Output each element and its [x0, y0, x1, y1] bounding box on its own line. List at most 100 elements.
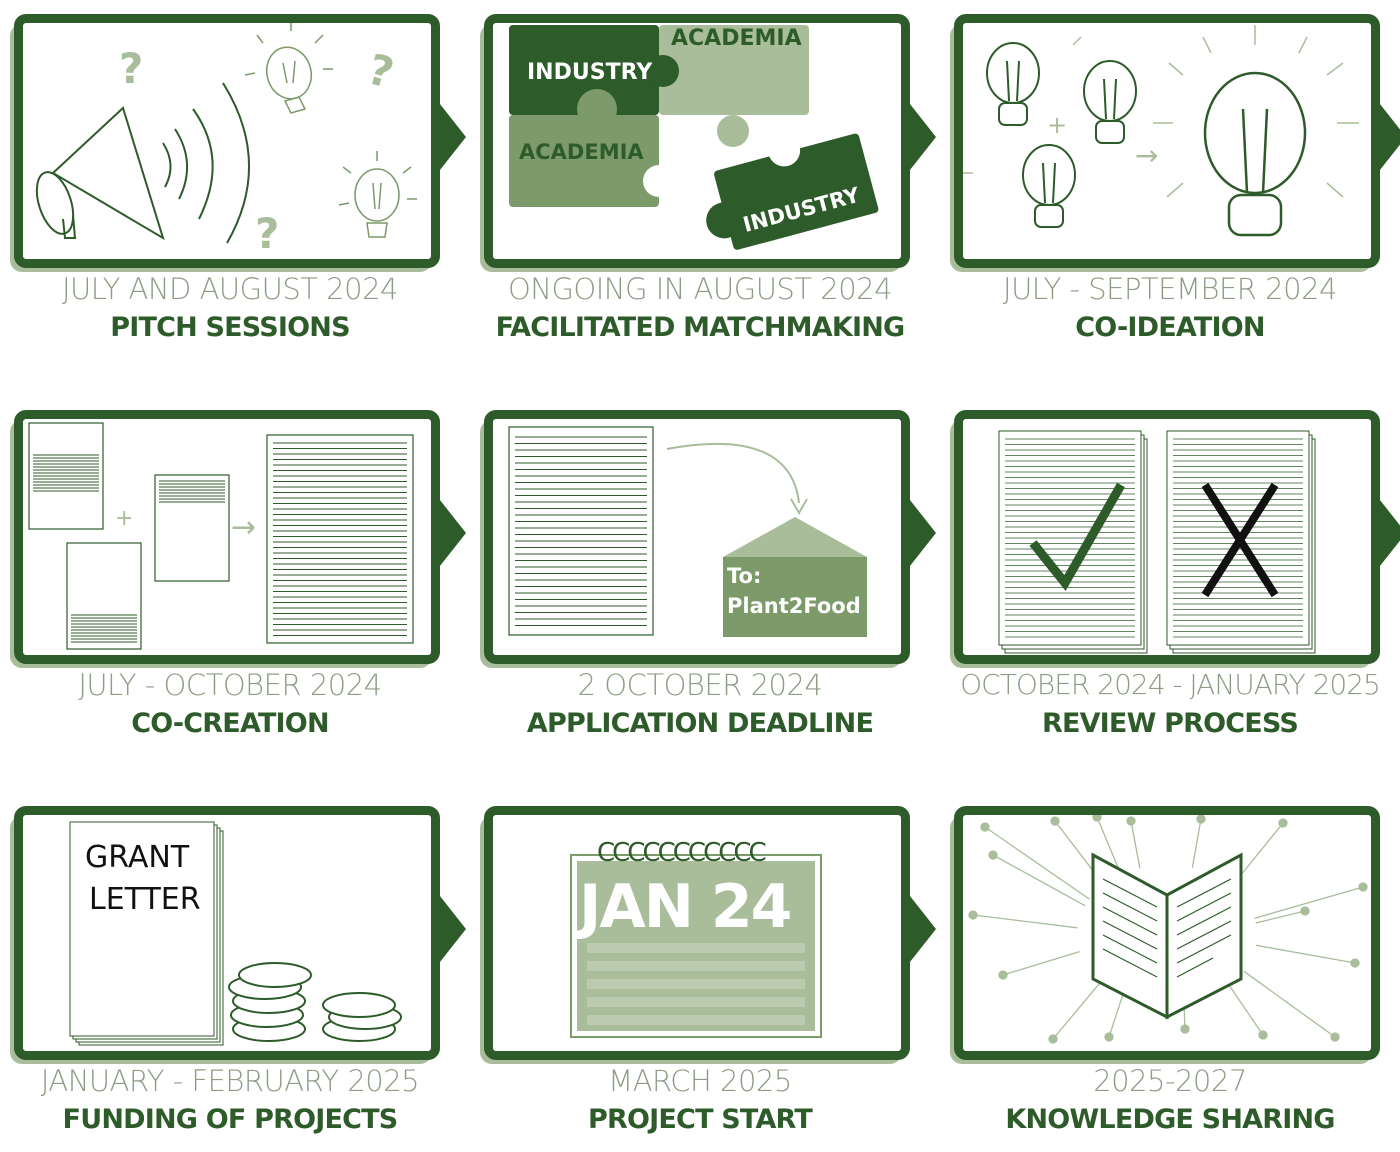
ray-line [1130, 820, 1141, 869]
ray-dot [988, 850, 998, 860]
step-card: CCCCCCCCCCC JAN 24 [470, 792, 930, 1064]
card-frame: CCCCCCCCCCC JAN 24 [484, 806, 910, 1060]
calendar-row [587, 1015, 805, 1025]
document-icon [508, 426, 654, 636]
card-frame: + → [14, 410, 440, 664]
card-frame: GRANT LETTER [14, 806, 440, 1060]
puzzle-piece-industry [509, 25, 659, 115]
puzzle-label-industry: INDUSTRY [527, 60, 653, 85]
ray-dot [1104, 1032, 1114, 1042]
step-date: 2025-2027 [1093, 1064, 1247, 1098]
plus-icon: + [1047, 111, 1067, 139]
svg-text:?: ? [363, 44, 399, 98]
puzzle-illustration: INDUSTRY ACADEMIA ACADEMIA INDUSTRY [509, 25, 879, 250]
ray-line [1096, 816, 1122, 876]
envelope-to-label: To: [727, 564, 761, 588]
step-pitch-sessions: ? ? ? JULY AND AUGUST 2024 PITCH SESSION… [0, 0, 466, 360]
calendar-rings: CCCCCCCCCCC [597, 838, 766, 868]
svg-text:?: ? [255, 209, 279, 258]
documents-illustration: + → [28, 422, 414, 650]
step-title: APPLICATION DEADLINE [526, 708, 874, 739]
calendar-row [587, 961, 805, 971]
calendar-illustration: CCCCCCCCCCC JAN 24 [570, 838, 822, 1038]
puzzle-piece-academia [659, 25, 809, 115]
step-title: KNOWLEDGE SHARING [1005, 1104, 1335, 1135]
card-frame: ? ? ? [14, 14, 440, 268]
document-icon [66, 542, 142, 650]
ray-line [984, 826, 1090, 900]
step-card: INDUSTRY ACADEMIA ACADEMIA INDUSTRY [470, 0, 930, 272]
ray-line [1002, 950, 1080, 976]
next-arrow-icon [436, 891, 466, 967]
next-arrow-icon [1372, 495, 1400, 571]
application-illustration: To: Plant2Food [508, 426, 867, 637]
ray-dot [980, 822, 990, 832]
step-card: + → [940, 0, 1400, 272]
ray-line [1243, 970, 1336, 1038]
next-arrow-icon [906, 891, 936, 967]
envelope-icon [723, 517, 867, 637]
ray-dot [968, 910, 978, 920]
step-facilitated-matchmaking: INDUSTRY ACADEMIA ACADEMIA INDUSTRY ONGO… [470, 0, 936, 360]
step-co-ideation: + → JULY - SEPTEMBER 2024 CO-IDEATION [940, 0, 1400, 360]
step-review-process: OCTOBER 2024 - JANUARY 2025 REVIEW PROCE… [940, 396, 1400, 756]
puzzle-label-academia-2: ACADEMIA [519, 140, 644, 164]
step-title: PROJECT START [588, 1104, 813, 1135]
card-frame: + → [954, 14, 1380, 268]
step-funding-of-projects: GRANT LETTER JANUARY - FEBRUARY 2025 FUN… [0, 792, 466, 1152]
grant-letter-line1: GRANT [85, 840, 190, 875]
step-card: To: Plant2Food [470, 396, 930, 668]
ray-line [972, 914, 1078, 929]
grant-letter-icon [69, 821, 215, 1037]
next-arrow-icon [436, 99, 466, 175]
ray-dot [1300, 906, 1310, 916]
ray-dot [1350, 958, 1360, 968]
envelope-recipient-label: Plant2Food [727, 594, 861, 618]
step-card [940, 396, 1400, 668]
step-date: JULY - OCTOBER 2024 [78, 668, 382, 702]
document-icon [154, 474, 230, 582]
calendar-row [587, 979, 805, 989]
card-frame: To: Plant2Food [484, 410, 910, 664]
step-date: ONGOING IN AUGUST 2024 [507, 272, 893, 306]
step-title: PITCH SESSIONS [110, 312, 350, 343]
ray-dot [998, 970, 1008, 980]
puzzle-label-academia: ACADEMIA [671, 26, 802, 51]
step-title: FACILITATED MATCHMAKING [495, 312, 906, 343]
arrow-right-icon: → [231, 510, 256, 545]
step-title: REVIEW PROCESS [1041, 708, 1299, 739]
step-card: + → [0, 396, 460, 668]
grant-letter-line2: LETTER [89, 882, 201, 917]
calendar-row [587, 943, 805, 953]
svg-text:?: ? [119, 44, 143, 93]
card-frame: INDUSTRY ACADEMIA ACADEMIA INDUSTRY [484, 14, 910, 268]
ray-line [1108, 995, 1124, 1038]
step-date: JULY - SEPTEMBER 2024 [1003, 272, 1337, 306]
ray-line [1191, 818, 1202, 868]
ray-dot [1126, 816, 1136, 826]
checkmark-icon [1029, 482, 1125, 591]
step-knowledge-sharing: 2025-2027 KNOWLEDGE SHARING [940, 792, 1400, 1152]
ray-dot [1196, 815, 1206, 824]
grant-illustration: GRANT LETTER [69, 821, 402, 1046]
open-book-icon [1091, 852, 1243, 1020]
megaphone-illustration: ? ? ? [35, 23, 417, 258]
ray-line [1228, 985, 1264, 1036]
step-card: ? ? ? [0, 0, 460, 272]
step-application-deadline: To: Plant2Food 2 OCTOBER 2024 APPLICATIO… [470, 396, 936, 756]
puzzle-piece-industry-2 [714, 133, 879, 250]
ray-dot [1278, 818, 1288, 828]
review-illustration [998, 430, 1316, 654]
lightbulb-icon [244, 23, 417, 238]
coins-icon [228, 962, 402, 1042]
ray-line [1255, 944, 1356, 964]
ray-dot [1092, 815, 1102, 822]
plus-icon: + [115, 506, 133, 531]
step-date: JANUARY - FEBRUARY 2025 [40, 1064, 420, 1098]
next-arrow-icon [906, 495, 936, 571]
calendar-icon [570, 854, 822, 1038]
step-co-creation: + → JULY - OCTOBER 2024 CO-CREATION [0, 396, 466, 756]
puzzle-piece-academia-2 [509, 115, 659, 207]
next-arrow-icon [906, 99, 936, 175]
calendar-date: JAN 24 [575, 872, 790, 942]
